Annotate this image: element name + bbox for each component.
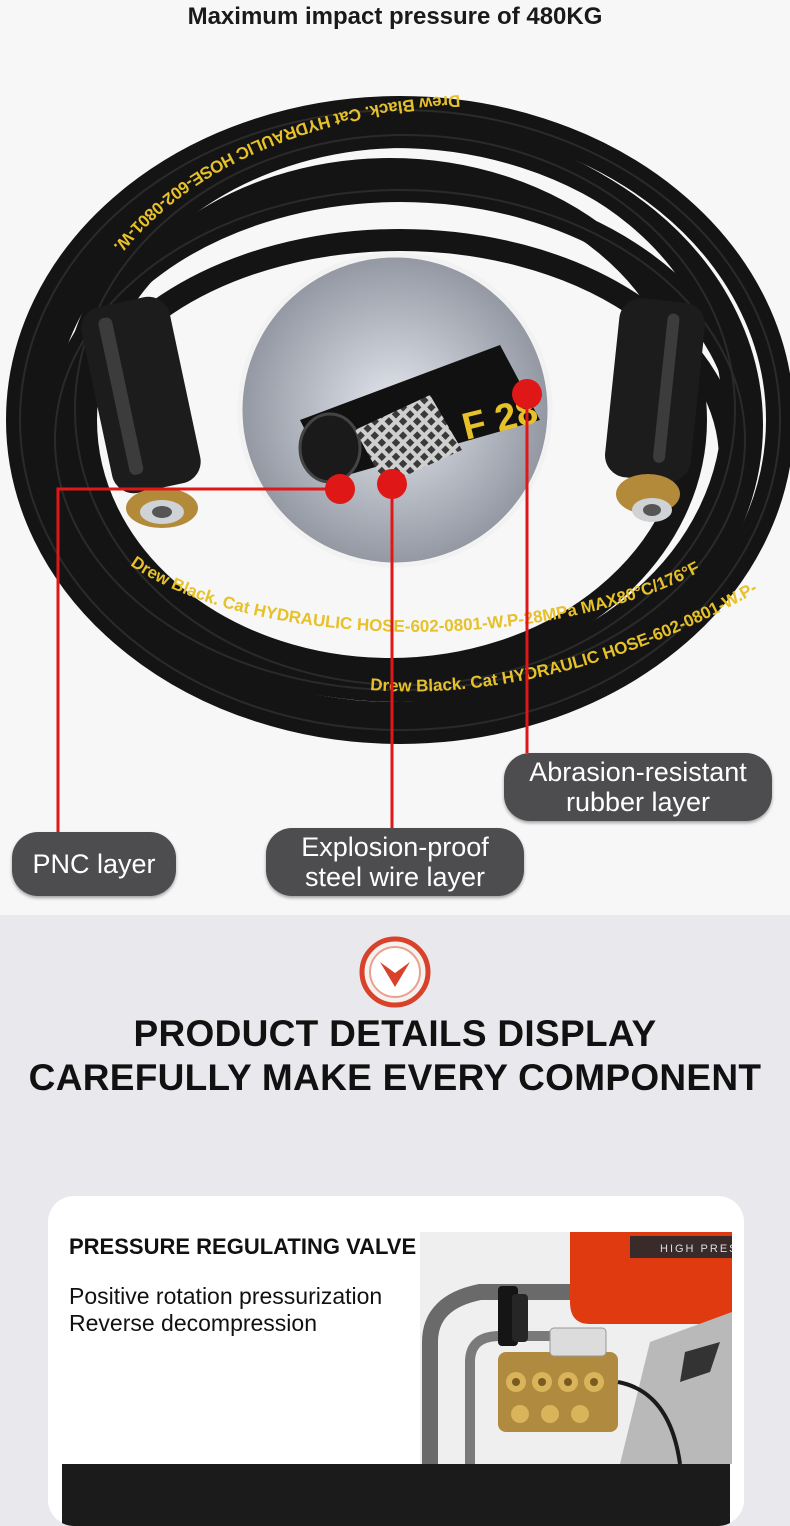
details-heading-line-1: PRODUCT DETAILS DISPLAY xyxy=(133,1013,657,1054)
machine-label: HIGH PRESS xyxy=(660,1243,732,1255)
pnc-layer-label: PNC layer xyxy=(32,849,156,879)
hose-cross-section-inset: F 28 xyxy=(237,252,553,568)
steel-wire-layer-callout: Explosion-proof steel wire layer xyxy=(266,828,524,896)
chevron-down-icon xyxy=(359,936,431,1008)
pnc-marker xyxy=(325,474,355,504)
hose-section: Drew Black. Cat HYDRAULIC HOSE-602-0801-… xyxy=(0,0,790,915)
card-footer-bar xyxy=(62,1464,730,1526)
steel-wire-layer-label: Explosion-proof steel wire layer xyxy=(301,832,489,892)
pnc-leader-line xyxy=(56,487,340,832)
left-fitting xyxy=(81,296,201,528)
hose-coil-image: Drew Black. Cat HYDRAULIC HOSE-602-0801-… xyxy=(0,0,790,832)
card-title: PRESSURE REGULATING VALVE xyxy=(69,1234,417,1259)
abrasion-layer-label: Abrasion-resistant rubber layer xyxy=(529,757,747,817)
pnc-layer-callout: PNC layer xyxy=(12,832,176,896)
card-feature-2: Reverse decompression xyxy=(69,1310,318,1336)
abrasion-layer-callout: Abrasion-resistant rubber layer xyxy=(504,753,772,821)
steel-marker xyxy=(377,469,407,499)
right-fitting xyxy=(605,298,705,522)
card-feature-1: Positive rotation pressurization xyxy=(69,1283,383,1309)
pressure-valve-card: PRESSURE REGULATING VALVE Positive rotat… xyxy=(48,1196,744,1526)
abrasion-marker xyxy=(512,379,542,409)
top-caption: Maximum impact pressure of 480KG xyxy=(187,3,603,30)
details-heading-line-2: CAREFULLY MAKE EVERY COMPONENT xyxy=(28,1057,762,1098)
pressure-washer-image: HIGH PRESS xyxy=(420,1232,732,1464)
